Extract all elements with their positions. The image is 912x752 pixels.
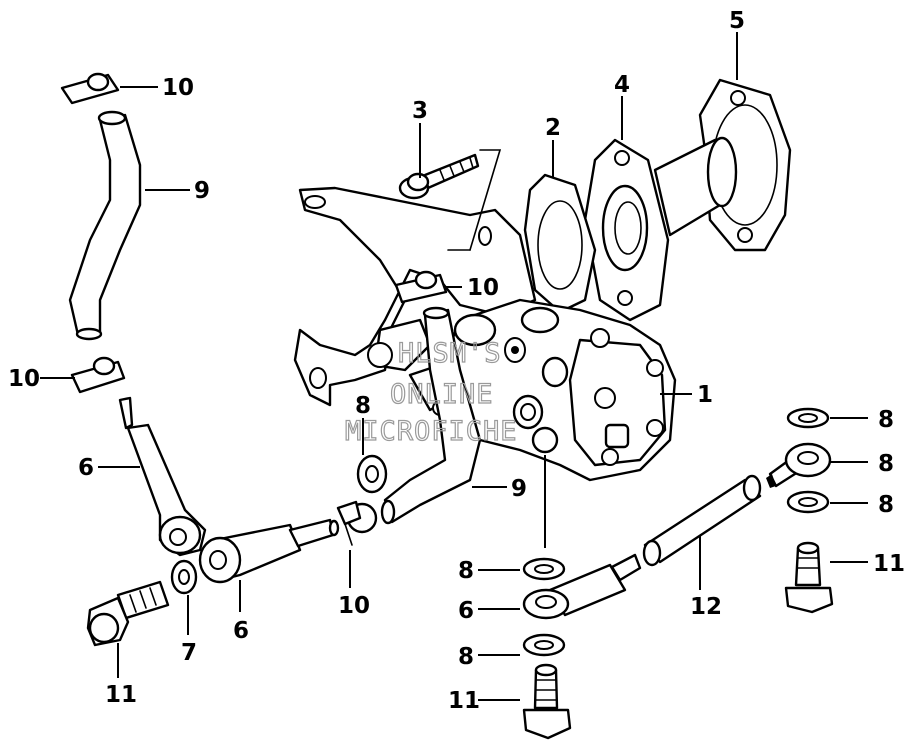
part-9-hose-upper-left: [68, 110, 142, 341]
part-11-bolt-left: [86, 580, 170, 647]
part-8-washer-left: [170, 559, 198, 595]
watermark-line-3: MICROFICHE: [345, 416, 518, 447]
part-8-washer-lower-top: [522, 557, 566, 581]
callout-numbers: 10 9 10 6 11 7 6 10 8 3 2 4 5 10 1 9 8 6…: [8, 8, 905, 714]
callout-8: 8: [355, 393, 371, 419]
watermark: HLSM'S ONLINE MICROFICHE: [344, 337, 518, 447]
part-8-washer-right-top: [786, 407, 830, 429]
callout-3: 3: [412, 98, 428, 124]
part-12-pipe: [642, 474, 762, 567]
callout-9: 9: [194, 178, 210, 204]
callout-10: 10: [8, 366, 40, 392]
callout-9: 9: [511, 476, 527, 502]
part-3-bolt: [398, 153, 480, 200]
callout-11: 11: [105, 682, 137, 708]
callout-12: 12: [690, 594, 722, 620]
mounting-bracket: [293, 149, 537, 407]
callout-10: 10: [338, 593, 370, 619]
callout-11: 11: [448, 688, 480, 714]
part-11-bolt-right: [784, 541, 834, 614]
part-11-bolt-bottom: [522, 663, 572, 740]
callout-8: 7: [181, 640, 197, 666]
callout-6: 6: [233, 618, 249, 644]
callout-7: 8: [878, 451, 894, 477]
part-6-banjo-center: [198, 518, 340, 584]
part-8-washer-lower-bottom: [522, 633, 566, 657]
callout-11: 11: [873, 551, 905, 577]
part-10-spring-clip: [336, 500, 378, 546]
callout-8: 8: [878, 407, 894, 433]
part-6-banjo-left: [118, 396, 207, 557]
callout-6: 6: [458, 598, 474, 624]
leader-lines: [40, 32, 868, 701]
part-2-gasket: [523, 173, 597, 314]
callout-8: 8: [458, 644, 474, 670]
callout-10: 10: [162, 75, 194, 101]
callout-2: 2: [545, 115, 561, 141]
part-5-flange-housing: [653, 78, 792, 252]
part-4-flange-plate: [583, 138, 670, 322]
part-7-banjo-right: [766, 442, 832, 488]
callout-8: 8: [878, 492, 894, 518]
part-9-hose-lower: [380, 306, 482, 525]
callout-10: 10: [467, 275, 499, 301]
callout-8: 8: [458, 558, 474, 584]
part-8-washer-center: [356, 454, 388, 494]
part-10-clamp-top: [60, 72, 120, 105]
watermark-line-1: HLSM'S: [398, 338, 502, 369]
callout-1: 1: [697, 382, 713, 408]
part-8-washer-right-bottom: [786, 490, 830, 514]
callout-6: 6: [78, 455, 94, 481]
part-6-banjo-right: [522, 553, 642, 620]
part-10-clamp-bracket: [394, 270, 448, 304]
callout-5: 5: [729, 8, 745, 34]
part-10-clamp-left: [70, 356, 126, 394]
callout-4: 4: [614, 72, 630, 98]
watermark-line-2: ONLINE: [390, 379, 494, 410]
